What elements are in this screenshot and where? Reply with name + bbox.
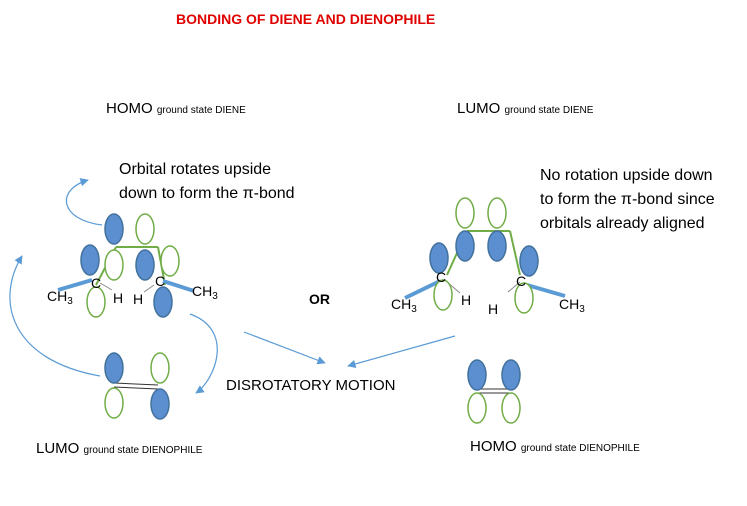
lumo-diene-main: LUMO <box>457 100 501 117</box>
right-diene-lobe-end-4 <box>514 282 534 314</box>
lumo-diene-sub: ground state DIENE <box>504 105 594 116</box>
left-diene-molecule <box>57 213 195 318</box>
left-dienophile-lobe-4 <box>150 388 170 420</box>
left-h1-label: H <box>113 290 123 306</box>
right-note-line1: No rotation upside down <box>540 167 713 184</box>
right-methyl-2: CH3 <box>559 296 585 315</box>
right-h1-label: H <box>461 292 471 308</box>
left-dienophile-lobe-2 <box>150 352 170 384</box>
right-methyl-bond-2 <box>526 283 566 298</box>
arrow-to-disrotatory-left <box>243 331 326 365</box>
left-diene-lobe-mid-1 <box>104 249 124 281</box>
left-note-line2: down to form the π-bond <box>119 185 295 202</box>
left-methyl-bond-1 <box>57 278 93 292</box>
lumo-dienophile-label: LUMO ground state DIENOPHILE <box>36 440 202 457</box>
right-diene-lobe-end-3 <box>519 245 539 277</box>
left-note: Orbital rotates upside down to form the … <box>119 158 295 206</box>
or-label: OR <box>309 291 330 307</box>
right-diene-lobe-end-1 <box>429 242 449 274</box>
left-dienophile-lobe-1 <box>104 352 124 384</box>
homo-diene-label: HOMO ground state DIENE <box>106 100 246 117</box>
lumo-diene-label: LUMO ground state DIENE <box>457 100 593 117</box>
left-diene-lobe-end-2 <box>86 286 106 318</box>
right-diene-lobe-end-2 <box>433 279 453 311</box>
left-diene-lobe-end-1 <box>80 244 100 276</box>
homo-dienophile-label: HOMO ground state DIENOPHILE <box>470 438 640 455</box>
homo-dienophile-main: HOMO <box>470 438 517 455</box>
left-h2-label: H <box>133 291 143 307</box>
lumo-dienophile-main: LUMO <box>36 440 80 457</box>
right-note-line3: orbitals already aligned <box>540 215 705 232</box>
arrow-to-disrotatory-right <box>347 335 456 369</box>
right-note: No rotation upside down to form the π-bo… <box>540 164 715 236</box>
right-note-line2: to form the π-bond since <box>540 191 715 208</box>
left-dienophile-molecule <box>104 352 170 420</box>
right-dienophile-lobe-1 <box>467 359 487 391</box>
right-diene-lobe-top-2 <box>487 197 507 229</box>
right-methyl-bond-1 <box>404 279 441 300</box>
right-dienophile-lobe-2 <box>501 359 521 391</box>
right-diene-lobe-mid-1 <box>455 230 475 262</box>
left-methyl-1: CH3 <box>47 288 73 307</box>
left-c2-label: C <box>155 273 165 289</box>
left-diene-lobe-end-3 <box>160 245 180 277</box>
disrotatory-motion-label: DISROTATORY MOTION <box>226 377 396 394</box>
left-diene-lobe-mid-2 <box>135 249 155 281</box>
homo-diene-sub: ground state DIENE <box>156 105 246 116</box>
right-dienophile-lobe-3 <box>467 392 487 424</box>
rotation-arrow-left <box>9 255 101 377</box>
left-h-bond-1 <box>99 282 113 291</box>
left-c1-label: C <box>91 275 101 291</box>
left-methyl-bond-2 <box>162 279 195 293</box>
right-diene-lobe-top-1 <box>455 197 475 229</box>
left-dienophile-lobe-3 <box>104 387 124 419</box>
right-dienophile-lobe-4 <box>501 392 521 424</box>
right-diene-lobe-mid-2 <box>487 230 507 262</box>
left-h-bond-2 <box>143 284 155 293</box>
rotation-arrow-right <box>189 313 218 394</box>
right-c2-label: C <box>516 273 526 289</box>
homo-dienophile-sub: ground state DIENOPHILE <box>520 443 640 454</box>
left-diene-lobe-end-4 <box>153 286 173 318</box>
right-c1-label: C <box>436 269 446 285</box>
homo-diene-main: HOMO <box>106 100 153 117</box>
left-diene-lobe-top-2 <box>135 213 155 245</box>
right-methyl-1: CH3 <box>391 296 417 315</box>
page-title: BONDING OF DIENE AND DIENOPHILE <box>176 11 436 27</box>
right-dienophile-molecule <box>467 359 521 424</box>
left-note-line1: Orbital rotates upside <box>119 161 272 178</box>
left-methyl-2: CH3 <box>192 283 218 302</box>
right-h2-label: H <box>488 301 498 317</box>
rotation-arrow-top <box>65 178 103 226</box>
left-diene-lobe-top-1 <box>104 213 124 245</box>
lumo-dienophile-sub: ground state DIENOPHILE <box>83 445 203 456</box>
right-diene-molecule <box>404 197 566 314</box>
